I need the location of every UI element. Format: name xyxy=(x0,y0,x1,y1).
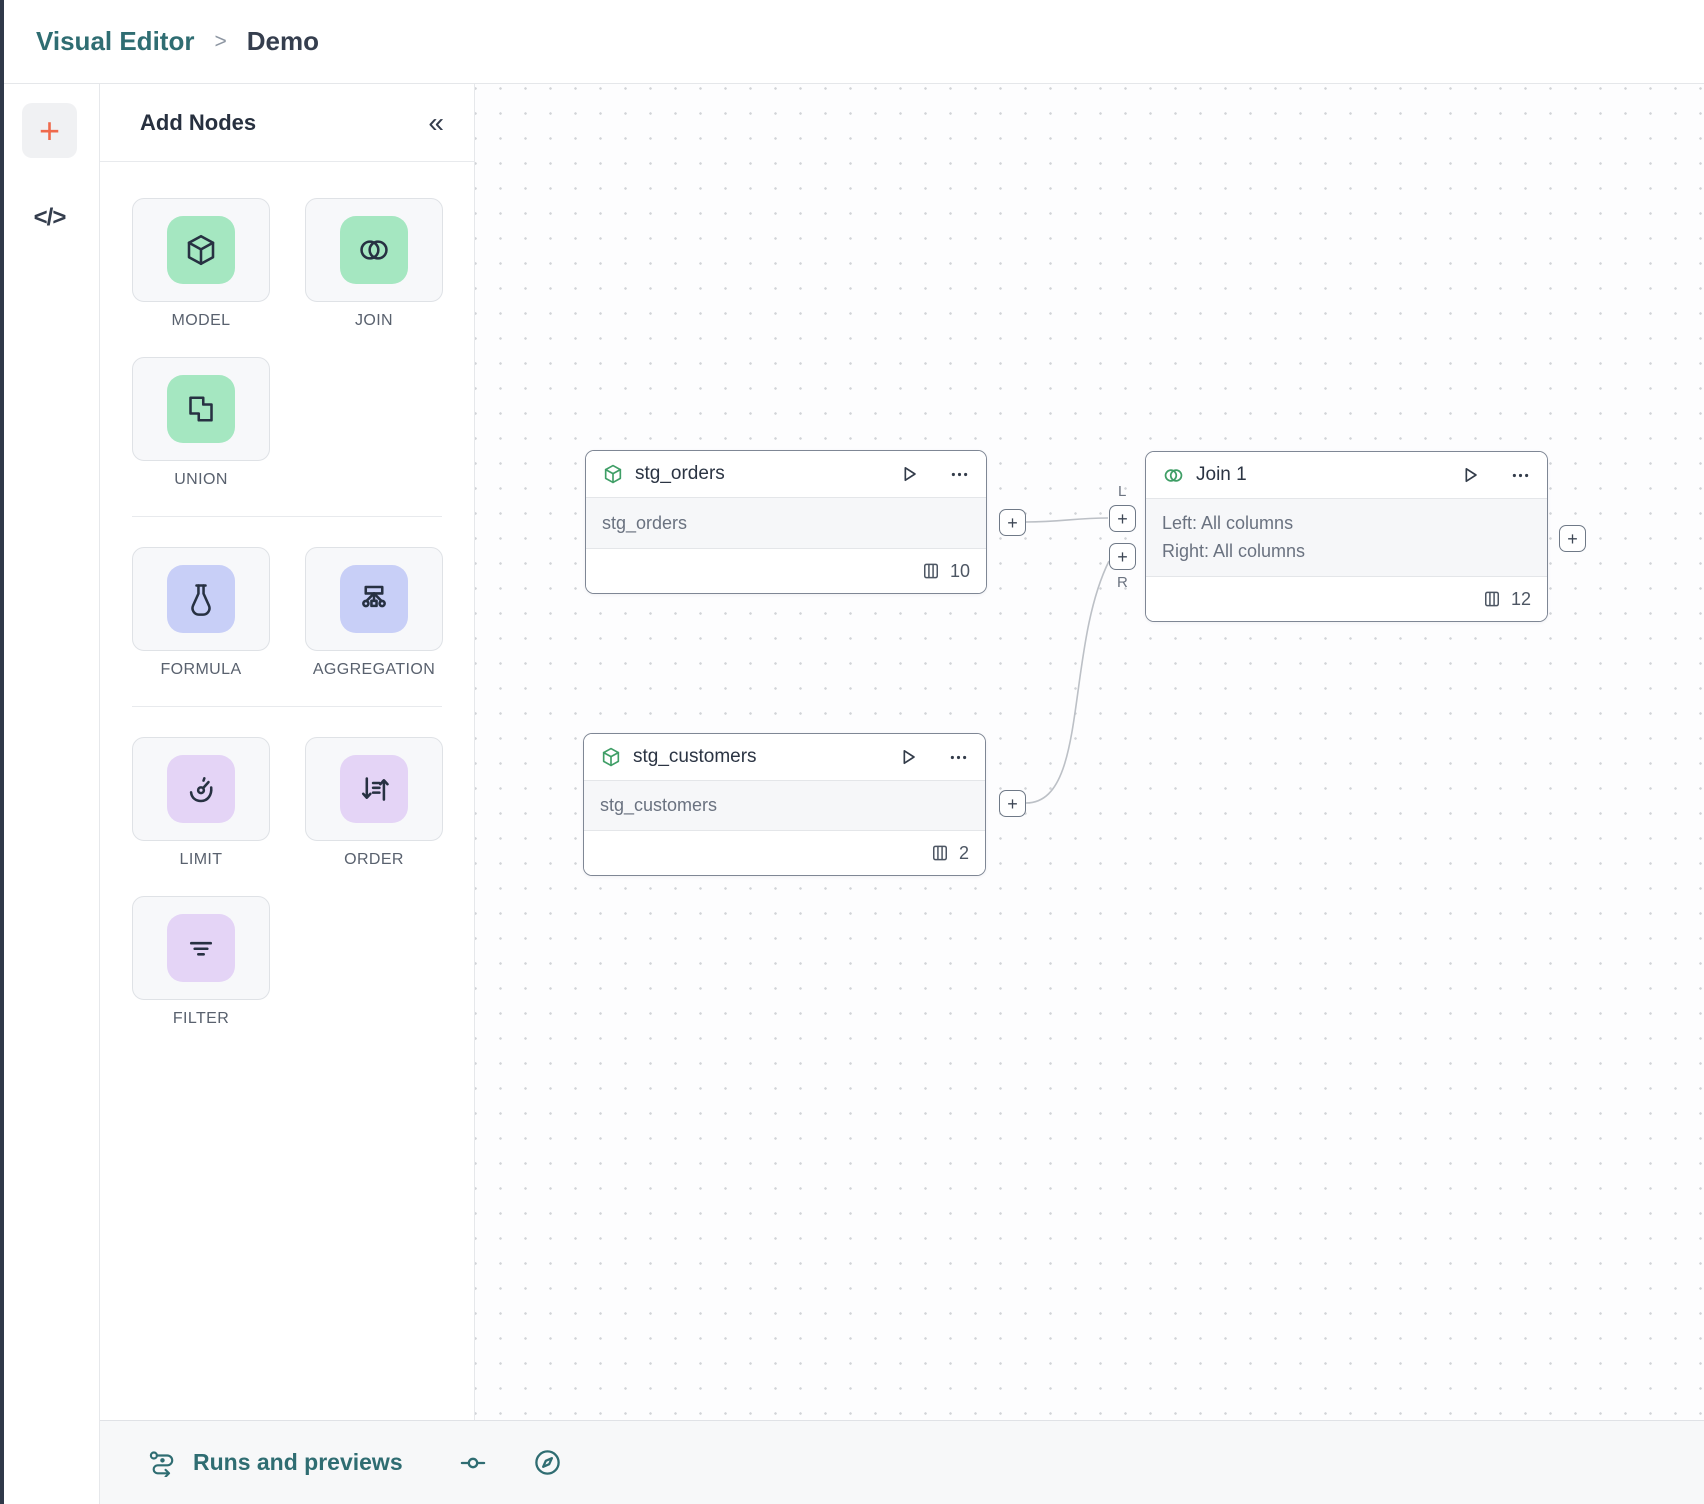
tile-formula[interactable]: FORMULA xyxy=(132,547,270,679)
compass-icon[interactable] xyxy=(533,1448,562,1477)
run-node-button[interactable] xyxy=(897,746,919,768)
join-right-port-label: R xyxy=(1117,574,1128,591)
node-body: stg_orders xyxy=(586,497,986,549)
tile-label: MODEL xyxy=(172,312,231,330)
model-cube-icon xyxy=(602,463,624,485)
tile-label: LIMIT xyxy=(180,851,223,869)
add-nodes-header: Add Nodes « xyxy=(100,84,474,162)
tile-label: UNION xyxy=(174,471,228,489)
join-circles-icon xyxy=(1162,464,1185,487)
node-header: stg_orders xyxy=(586,451,986,497)
tile-label: AGGREGATION xyxy=(313,661,435,679)
join-circles-icon xyxy=(356,232,392,268)
tile-label: FORMULA xyxy=(160,661,241,679)
columns-icon xyxy=(921,561,941,581)
node-header: stg_customers xyxy=(584,734,985,780)
node-title: stg_customers xyxy=(633,746,886,768)
breadcrumb-visual-editor[interactable]: Visual Editor xyxy=(36,26,194,57)
flow-canvas[interactable]: stg_orders stg_orders 10 xyxy=(475,84,1704,1420)
node-body: stg_customers xyxy=(584,780,985,831)
tile-limit[interactable]: LIMIT xyxy=(132,737,270,869)
port-join-output[interactable]: + xyxy=(1559,525,1586,552)
add-nodes-panel: Add Nodes « MODEL xyxy=(100,84,475,1420)
tile-label: JOIN xyxy=(355,312,393,330)
tile-join[interactable]: JOIN xyxy=(305,198,443,330)
runs-and-previews-toggle[interactable]: Runs and previews xyxy=(148,1449,403,1477)
node-join-1[interactable]: Join 1 Left: All columns Right: All colu… xyxy=(1145,451,1548,622)
port-stg-orders-output[interactable]: + xyxy=(999,509,1026,536)
column-count: 10 xyxy=(950,561,970,582)
panel-title: Add Nodes xyxy=(140,110,256,136)
node-title: stg_orders xyxy=(635,463,887,485)
join-left-port-label: L xyxy=(1118,483,1126,500)
node-menu-button[interactable] xyxy=(949,464,970,485)
tile-order[interactable]: ORDER xyxy=(305,737,443,869)
tile-label: FILTER xyxy=(173,1010,229,1028)
node-footer: 2 xyxy=(584,831,985,875)
gauge-icon xyxy=(183,771,219,807)
tile-model[interactable]: MODEL xyxy=(132,198,270,330)
tile-union[interactable]: UNION xyxy=(132,357,270,489)
node-menu-button[interactable] xyxy=(948,747,969,768)
panel-body: MODEL JOIN xyxy=(100,162,474,1028)
run-node-button[interactable] xyxy=(898,463,920,485)
collapse-panel-icon[interactable]: « xyxy=(428,109,444,137)
node-footer: 12 xyxy=(1146,577,1547,621)
tile-aggregation[interactable]: AGGREGATION xyxy=(305,547,443,679)
join-right-config: Right: All columns xyxy=(1162,541,1531,562)
breadcrumb-current-demo: Demo xyxy=(247,26,319,57)
node-body: Left: All columns Right: All columns xyxy=(1146,498,1547,577)
column-count: 12 xyxy=(1511,589,1531,610)
node-source-label: stg_orders xyxy=(602,513,970,534)
filter-lines-icon xyxy=(183,930,219,966)
code-view-icon[interactable]: </> xyxy=(34,204,66,232)
group-divider xyxy=(132,706,442,707)
node-stg-customers[interactable]: stg_customers stg_customers 2 xyxy=(583,733,986,876)
wire-orders-to-join-left xyxy=(1026,518,1108,522)
aggregation-tree-icon xyxy=(356,581,392,617)
node-source-label: stg_customers xyxy=(600,795,969,816)
join-left-config: Left: All columns xyxy=(1162,513,1531,534)
flask-icon xyxy=(183,581,219,617)
node-stg-orders[interactable]: stg_orders stg_orders 10 xyxy=(585,450,987,594)
columns-icon xyxy=(1482,589,1502,609)
port-join-input-left[interactable]: + xyxy=(1109,505,1136,532)
tile-filter[interactable]: FILTER xyxy=(132,896,270,1028)
columns-icon xyxy=(930,843,950,863)
commit-icon[interactable] xyxy=(459,1449,487,1477)
node-menu-button[interactable] xyxy=(1510,465,1531,486)
port-stg-customers-output[interactable]: + xyxy=(999,790,1026,817)
union-shapes-icon xyxy=(183,391,219,427)
bottom-bar: Runs and previews xyxy=(100,1420,1704,1504)
left-rail: + </> xyxy=(0,84,100,1504)
add-node-button[interactable]: + xyxy=(22,103,77,158)
column-count: 2 xyxy=(959,843,969,864)
cube-icon xyxy=(183,232,219,268)
port-join-input-right[interactable]: + xyxy=(1109,543,1136,570)
runs-icon xyxy=(148,1449,178,1477)
breadcrumb-separator: > xyxy=(214,30,226,54)
sort-arrows-icon xyxy=(356,771,392,807)
node-footer: 10 xyxy=(586,549,986,593)
node-title: Join 1 xyxy=(1196,464,1448,486)
wire-customers-to-join-right xyxy=(1026,561,1109,803)
group-divider xyxy=(132,516,442,517)
window-edge xyxy=(0,0,4,1504)
tile-label: ORDER xyxy=(344,851,404,869)
run-node-button[interactable] xyxy=(1459,464,1481,486)
runs-and-previews-label: Runs and previews xyxy=(193,1449,403,1476)
topbar: Visual Editor > Demo xyxy=(0,0,1704,84)
node-header: Join 1 xyxy=(1146,452,1547,498)
model-cube-icon xyxy=(600,746,622,768)
